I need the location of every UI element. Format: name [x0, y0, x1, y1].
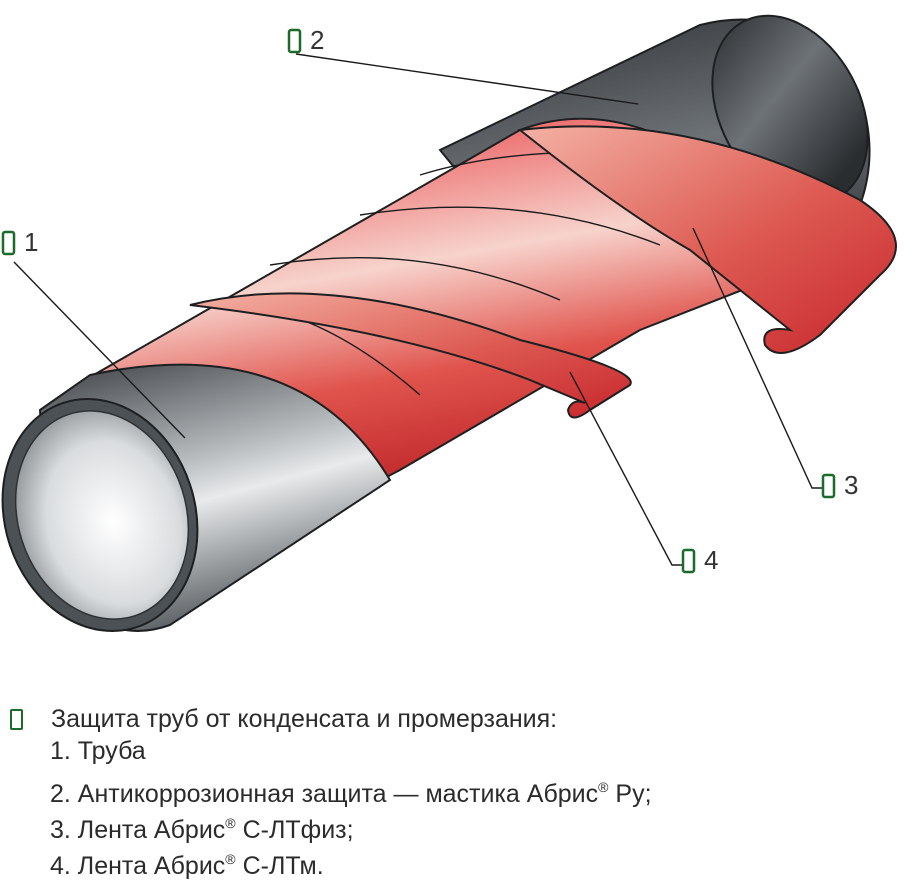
leader-2 [295, 53, 639, 105]
legend-item-suffix: С-ЛТм. [235, 852, 324, 880]
callout-2: 2 [287, 25, 324, 55]
callout-4: 4 [681, 545, 718, 575]
callout-number: 2 [310, 25, 324, 55]
callout-1: 1 [1, 227, 38, 257]
callout-marker-icon [821, 473, 836, 499]
callout-number: 4 [704, 545, 718, 575]
legend: Защита труб от конденсата и промерзания:… [0, 700, 910, 880]
callout-marker-icon [681, 548, 696, 574]
legend-item-text: 4. Лента Абрис [50, 852, 226, 880]
legend-item-2: 2. Антикоррозионная защита — мастика Абр… [50, 772, 652, 809]
leader-3 [692, 227, 822, 489]
legend-item-text: 2. Антикоррозионная защита — мастика Абр… [50, 780, 599, 808]
legend-item-suffix: С-ЛТфиз; [235, 816, 354, 844]
callout-marker-icon [287, 28, 302, 54]
legend-item-suffix: Ру; [608, 780, 652, 808]
leader-1 [13, 261, 186, 439]
leader-lines [13, 53, 822, 566]
registered-mark: ® [225, 815, 236, 831]
legend-item-4: 4. Лента Абрис® С-ЛТм. [50, 844, 324, 881]
legend-item-3: 3. Лента Абрис® С-ЛТфиз; [50, 808, 354, 845]
callout-number: 1 [24, 227, 38, 257]
pipe-body [1, 363, 392, 633]
tape-flap-3 [517, 125, 897, 354]
callout-marker-icon [1, 230, 16, 256]
legend-item-text: 3. Лента Абрис [50, 816, 226, 844]
legend-item-1: 1. Труба [50, 736, 146, 766]
callout-number: 3 [844, 470, 858, 500]
legend-marker-icon [10, 708, 23, 730]
callout-3: 3 [821, 470, 858, 500]
legend-item-text: 1. Труба [50, 737, 146, 765]
registered-mark: ® [225, 851, 236, 867]
legend-title-row: Защита труб от конденсата и промерзания: [10, 704, 557, 734]
tape-flap-4 [189, 292, 632, 419]
leader-4 [569, 371, 683, 566]
registered-mark: ® [598, 779, 609, 795]
legend-title: Защита труб от конденсата и промерзания: [51, 705, 558, 733]
pipe-insulation-diagram: 1 2 3 4 [1, 14, 897, 633]
